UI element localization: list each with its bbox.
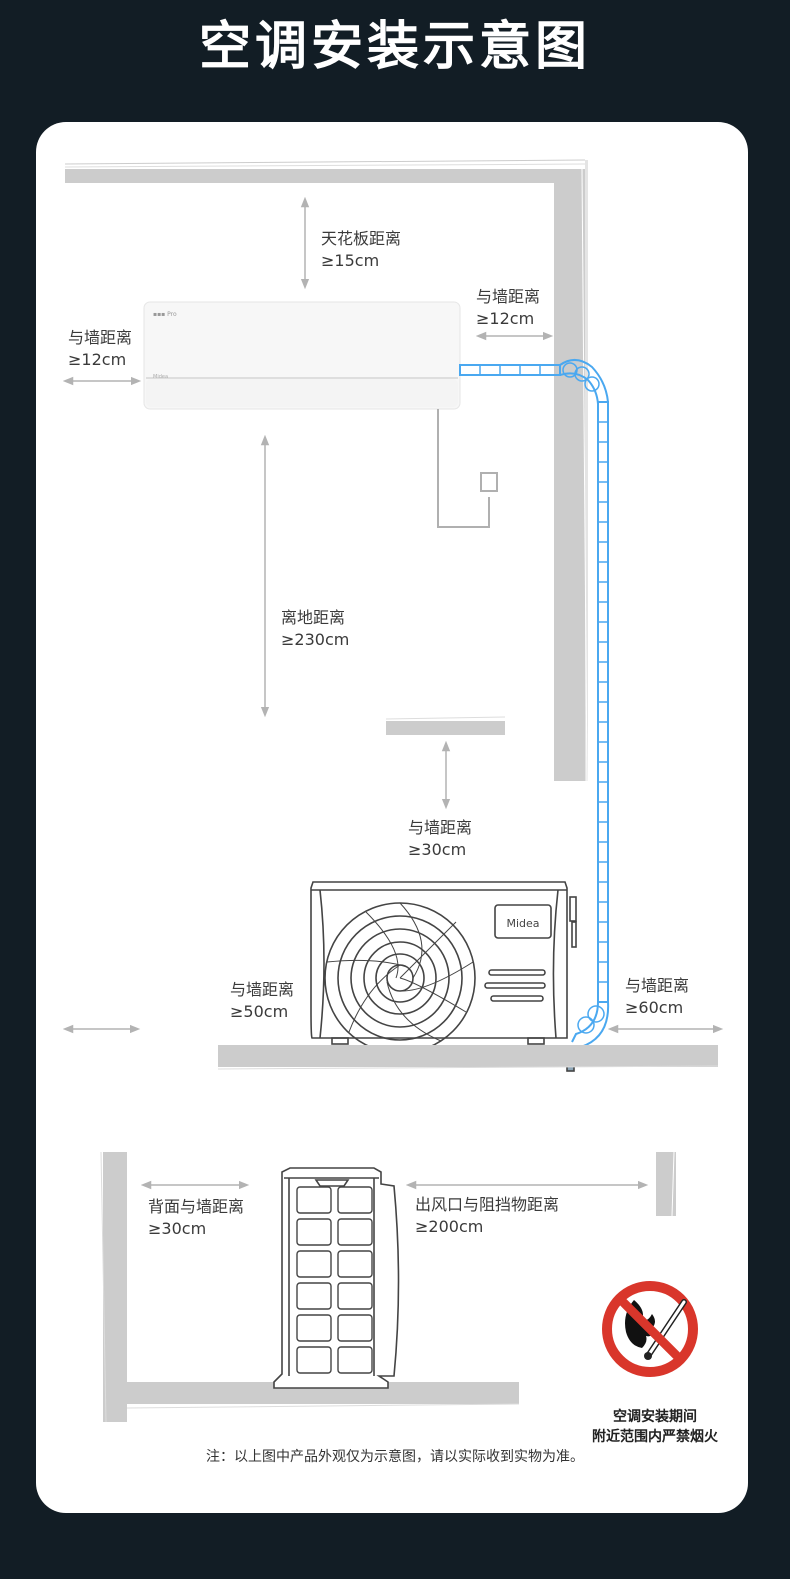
outdoor-top-gap-value: ≥30cm (408, 840, 467, 859)
floor-gap-label: 离地距离 ≥230cm (281, 607, 349, 651)
side-back-gap-label: 背面与墙距离 ≥30cm (148, 1196, 244, 1240)
side-outlet-gap-label: 出风口与阻挡物距离 ≥200cm (415, 1194, 559, 1238)
warning-line-1: 空调安装期间 (613, 1409, 697, 1425)
no-fire-icon (602, 1281, 698, 1377)
installation-diagram: ▪▪▪ Pro Midea (62, 159, 724, 1423)
outdoor-left-gap-label: 与墙距离 ≥50cm (230, 979, 294, 1023)
indoor-left-gap-label: 与墙距离 ≥12cm (68, 327, 132, 371)
indoor-right-gap-label: 与墙距离 ≥12cm (476, 286, 540, 330)
indoor-left-gap-value: ≥12cm (68, 350, 127, 369)
floor-gap-value: ≥230cm (281, 630, 350, 649)
ceiling-gap-title: 天花板距离 (321, 229, 402, 248)
footnote: 注：以上图中产品外观仅为示意图，请以实际收到实物为准。 (206, 1449, 584, 1465)
indoor-right-gap-value: ≥12cm (476, 309, 535, 328)
side-outlet-gap-title: 出风口与阻挡物距离 (415, 1195, 560, 1214)
warning-line-2: 附近范围内严禁烟火 (592, 1429, 718, 1445)
pipe-segment-ticks (598, 421, 608, 983)
page-title: 空调安装示意图 (198, 17, 591, 77)
side-outlet-gap-value: ≥200cm (415, 1217, 484, 1236)
outdoor-unit-front (310, 881, 577, 1072)
warning-text: 空调安装期间 附近范围内严禁烟火 (580, 1407, 730, 1447)
outdoor-unit-side (273, 1167, 400, 1389)
outdoor-right-gap-value: ≥60cm (625, 998, 684, 1017)
ceiling-wall (64, 159, 586, 183)
side-obstacle-wall (656, 1151, 676, 1217)
side-left-wall (100, 1151, 127, 1423)
outdoor-top-wall (385, 716, 506, 735)
indoor-left-gap-title: 与墙距离 (68, 328, 133, 347)
ceiling-gap-label: 天花板距离 ≥15cm (321, 228, 401, 272)
diagram-card: ▪▪▪ Pro Midea (36, 122, 748, 1513)
side-back-gap-value: ≥30cm (148, 1219, 207, 1238)
indoor-unit: ▪▪▪ Pro Midea (143, 301, 461, 410)
side-back-gap-title: 背面与墙距离 (148, 1197, 245, 1216)
outdoor-ground (217, 1045, 719, 1070)
indoor-right-gap-title: 与墙距离 (476, 287, 541, 306)
power-cord (437, 409, 498, 528)
floor-gap-title: 离地距离 (281, 608, 346, 627)
side-ground (126, 1382, 520, 1409)
right-room-wall (554, 160, 588, 782)
outdoor-left-gap-title: 与墙距离 (230, 980, 295, 999)
brand-logo: Midea (506, 917, 539, 930)
outdoor-top-gap-title: 与墙距离 (408, 818, 473, 837)
outdoor-left-gap-value: ≥50cm (230, 1002, 289, 1021)
svg-text:Midea: Midea (153, 374, 168, 380)
outdoor-right-gap-title: 与墙距离 (625, 976, 690, 995)
outdoor-right-gap-label: 与墙距离 ≥60cm (625, 975, 689, 1019)
svg-text:▪▪▪ Pro: ▪▪▪ Pro (153, 311, 177, 318)
refrigerant-pipe (459, 359, 610, 1055)
outdoor-top-gap-label: 与墙距离 ≥30cm (408, 817, 472, 861)
ceiling-gap-value: ≥15cm (321, 251, 380, 270)
